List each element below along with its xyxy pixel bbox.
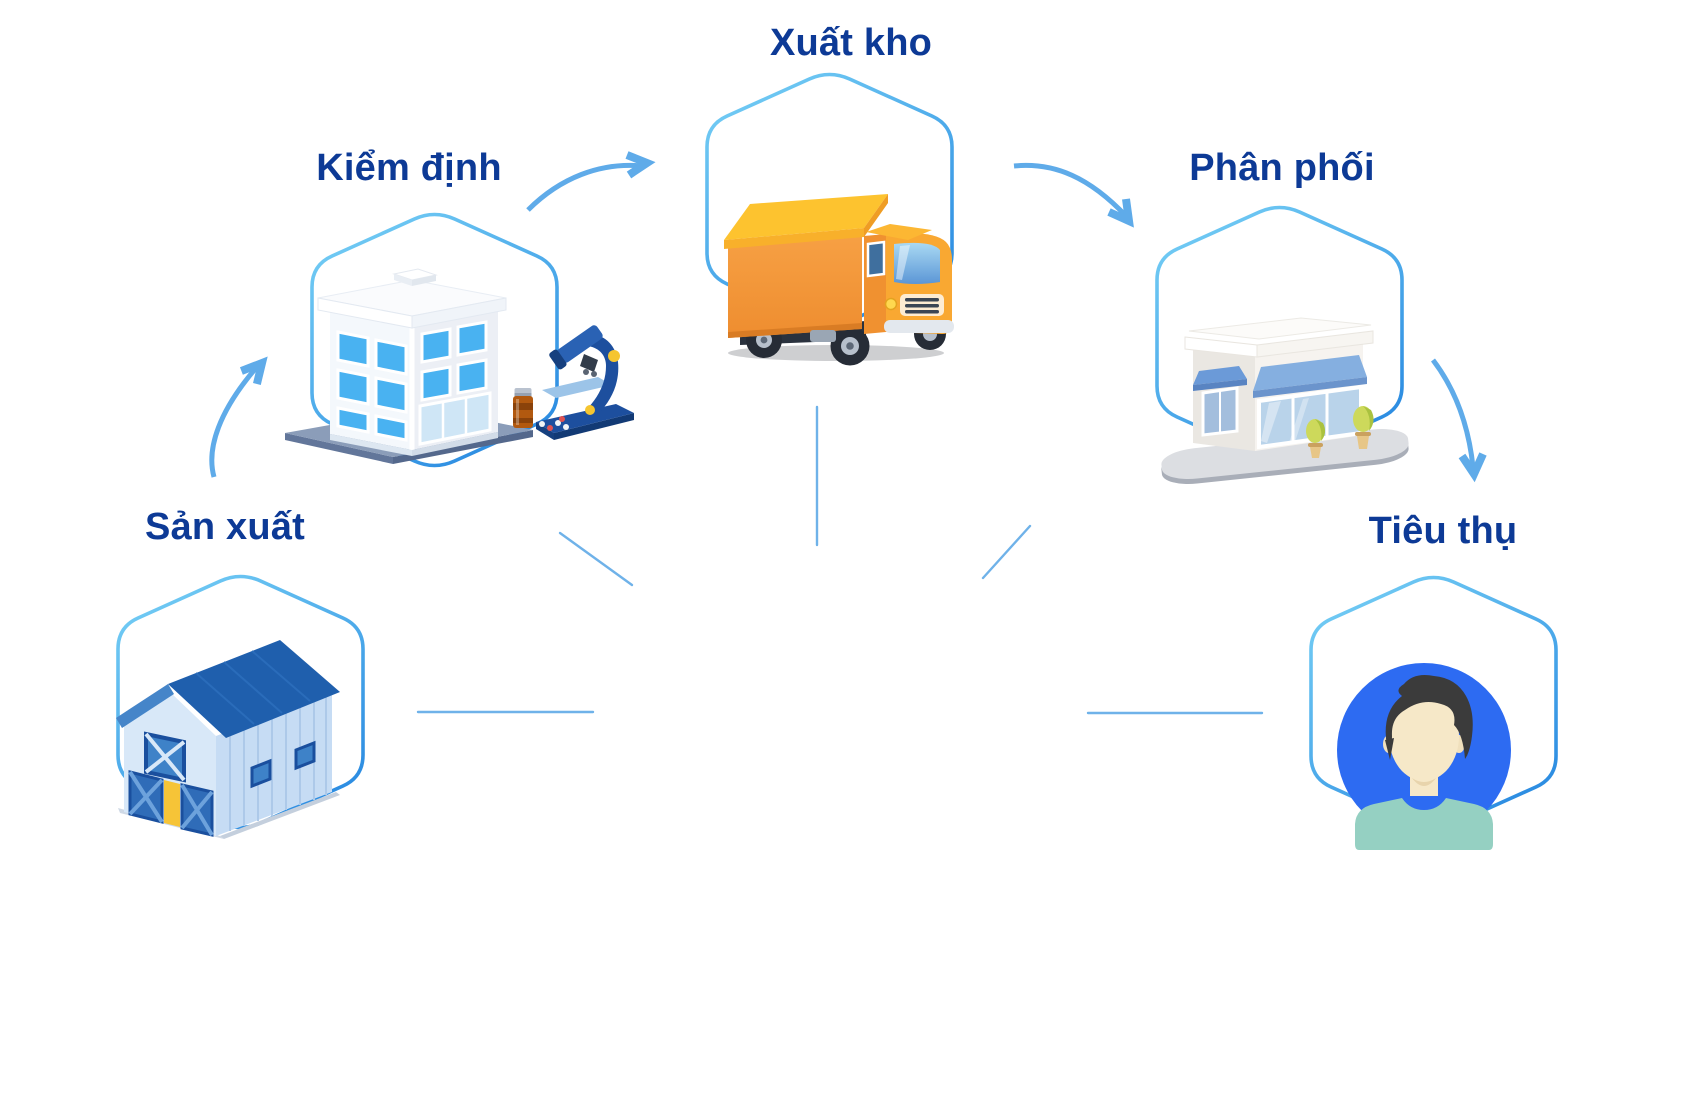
truck-wheel — [830, 326, 870, 366]
node-label-xuat-kho: Xuất kho — [769, 22, 933, 64]
delivery-truck-icon — [724, 194, 954, 366]
node-label-san-xuat: Sản xuất — [145, 506, 305, 548]
tree-icon — [1306, 419, 1326, 458]
arrow-xuatkho-to-phanphoi — [1013, 162, 1134, 228]
arrow-kiemdinh-to-xuatkho — [526, 151, 656, 212]
barn-icon — [116, 640, 340, 839]
arrow-sanxuat-to-kiemdinh — [209, 356, 268, 478]
tree-icon — [1353, 406, 1374, 449]
arrow-phanphoi-to-tieuthu — [1431, 358, 1487, 483]
microscope-icon — [536, 325, 634, 440]
center-rays — [416, 405, 1264, 715]
storefront-icon — [1161, 317, 1409, 485]
flow-arrows — [209, 151, 1487, 483]
person-avatar-icon — [1337, 663, 1511, 850]
lab-building-microscope-icon — [285, 268, 634, 464]
node-label-phan-phoi: Phân phối — [1189, 147, 1375, 189]
node-label-kiem-dinh: Kiểm định — [316, 147, 502, 189]
node-label-tieu-thu: Tiêu thụ — [1368, 510, 1518, 552]
